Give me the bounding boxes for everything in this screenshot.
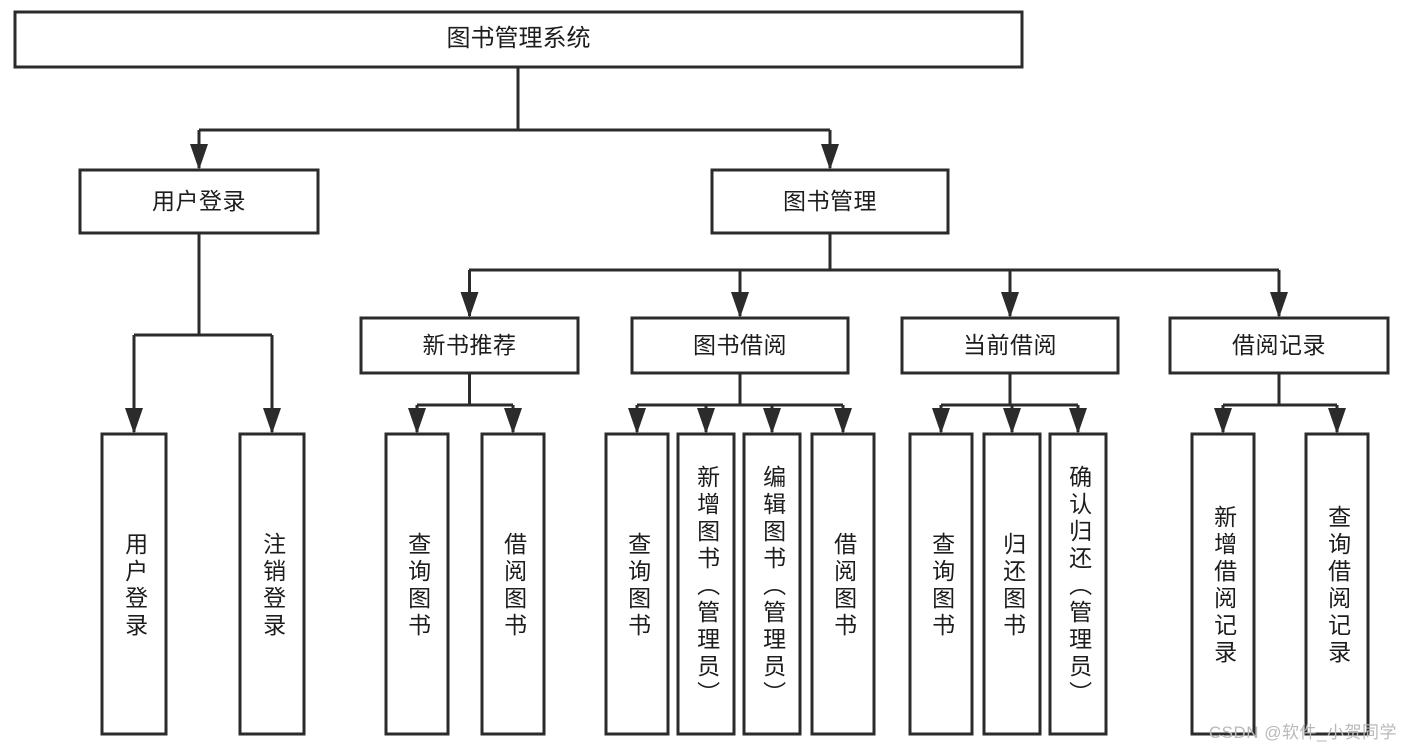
arrow-icon-leaf-logout	[263, 408, 281, 434]
node-box-current-borrow[interactable]	[900, 316, 1120, 375]
arrow-icon-leaf-query-book-current	[932, 408, 950, 434]
node-box-leaf-borrow-book-recommend[interactable]	[480, 432, 546, 736]
arrow-icon-book-manage	[821, 144, 839, 170]
node-box-leaf-query-borrow-record[interactable]	[1304, 432, 1370, 736]
node-box-leaf-query-book-recommend[interactable]	[384, 432, 450, 736]
arrow-icon-leaf-return-book	[1003, 408, 1021, 434]
node-box-book-manage[interactable]	[710, 168, 950, 235]
arrow-icon-leaf-query-book-borrow	[628, 408, 646, 434]
arrow-icon-current-borrow	[1001, 292, 1019, 318]
node-box-leaf-add-borrow-record[interactable]	[1190, 432, 1256, 736]
connectors-layer	[125, 67, 1346, 434]
node-box-leaf-return-book[interactable]	[982, 432, 1042, 736]
node-box-leaf-logout[interactable]	[238, 432, 306, 736]
node-box-leaf-query-book-borrow[interactable]	[604, 432, 670, 736]
arrow-icon-leaf-edit-book	[763, 408, 781, 434]
watermark-text: CSDN @软件_小贺同学	[1208, 723, 1397, 742]
node-box-new-book-recommend[interactable]	[359, 316, 580, 375]
arrow-icon-leaf-add-borrow-record	[1214, 408, 1232, 434]
node-box-user-login[interactable]	[78, 168, 320, 235]
arrow-icon-leaf-borrow-book-recommend	[504, 408, 522, 434]
node-box-leaf-borrow-book[interactable]	[810, 432, 876, 736]
arrow-icon-borrow-record	[1270, 292, 1288, 318]
node-box-leaf-query-book-current[interactable]	[908, 432, 974, 736]
node-box-book-borrow[interactable]	[630, 316, 850, 375]
arrow-icon-leaf-query-borrow-record	[1328, 408, 1346, 434]
arrow-icon-leaf-user-login	[125, 408, 143, 434]
arrow-icon-leaf-borrow-book	[834, 408, 852, 434]
node-box-leaf-confirm-return[interactable]	[1048, 432, 1108, 736]
node-box-leaf-edit-book[interactable]	[742, 432, 802, 736]
node-box-root[interactable]	[13, 10, 1024, 69]
arrow-icon-leaf-query-book-recommend	[408, 408, 426, 434]
arrow-icon-user-login	[190, 144, 208, 170]
node-box-leaf-add-book[interactable]	[676, 432, 736, 736]
boxes-layer	[13, 10, 1390, 736]
arrow-icon-leaf-add-book	[697, 408, 715, 434]
node-box-leaf-user-login[interactable]	[100, 432, 168, 736]
arrow-icon-book-borrow	[731, 292, 749, 318]
arrow-icon-leaf-confirm-return	[1069, 408, 1087, 434]
arrow-icon-new-book-recommend	[460, 292, 479, 318]
node-box-borrow-record[interactable]	[1168, 316, 1390, 375]
